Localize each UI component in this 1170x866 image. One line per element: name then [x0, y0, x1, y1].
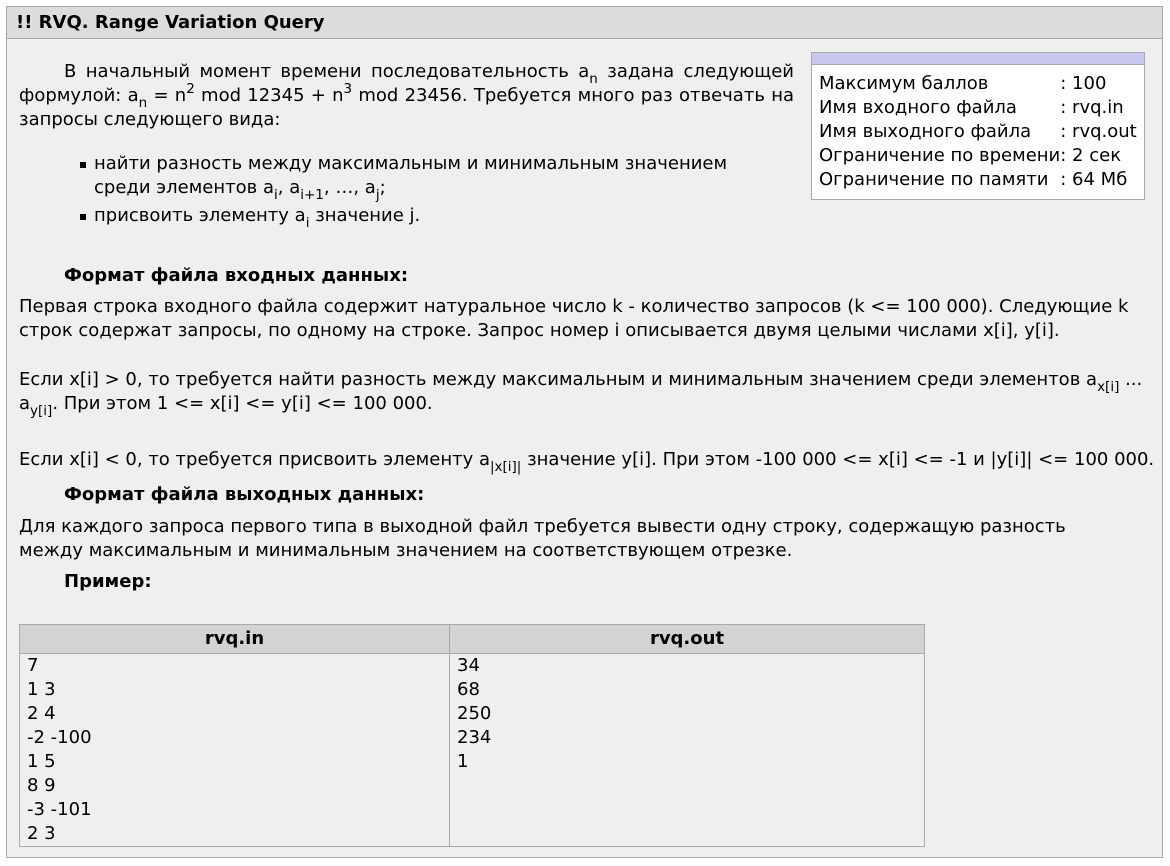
query-types-list: найти разность между максимальным и мини…	[80, 152, 780, 230]
problem-title: !! RVQ. Range Variation Query	[7, 7, 1162, 39]
list-item: 2 3	[27, 823, 56, 844]
list-item: найти разность между максимальным и мини…	[80, 152, 780, 202]
sample-input-cell: 7 1 3 2 4 -2 -100 1 5 8 9 -3 -101 2 3	[20, 654, 450, 846]
example-heading: Пример:	[64, 571, 152, 592]
input-format-paragraph-3: Если x[i] < 0, то требуется присвоить эл…	[19, 449, 1155, 475]
sample-output-header: rvq.out	[649, 628, 725, 649]
list-item: 234	[457, 727, 492, 748]
list-item: 34	[457, 655, 480, 676]
sample-table-body: 7 1 3 2 4 -2 -100 1 5 8 9 -3 -101 2 3 34…	[20, 654, 924, 846]
list-item: 8 9	[27, 775, 56, 796]
table-row: Имя входного файла: rvq.in	[819, 97, 1124, 118]
table-row: Ограничение по времени: 2 сек	[819, 145, 1122, 166]
sample-input-header: rvq.in	[20, 625, 450, 653]
sample-table-header: rvq.in rvq.out	[20, 625, 924, 654]
intro-paragraph: В начальный момент времени последователь…	[19, 61, 794, 130]
list-item: присвоить элементу ai значение j.	[80, 204, 780, 230]
table-row: Имя выходного файла: rvq.out	[819, 121, 1137, 142]
input-format-heading: Формат файла входных данных:	[64, 265, 409, 286]
list-item: 250	[457, 703, 492, 724]
list-item: 2 4	[27, 703, 56, 724]
limits-box-header	[812, 53, 1144, 65]
list-item: 7	[27, 655, 39, 676]
table-row: Ограничение по памяти: 64 Мб	[819, 169, 1128, 190]
list-item: -2 -100	[27, 727, 92, 748]
limits-box: Максимум баллов: 100 Имя входного файла:…	[811, 52, 1145, 200]
limits-table: Максимум баллов: 100 Имя входного файла:…	[819, 72, 1137, 192]
list-item: 1 5	[27, 751, 56, 772]
list-item: -3 -101	[27, 799, 92, 820]
list-item: 1	[457, 751, 469, 772]
sample-table: rvq.in rvq.out 7 1 3 2 4 -2 -100 1 5 8 9…	[19, 624, 925, 847]
sample-output-cell: 34 68 250 234 1	[450, 654, 924, 846]
input-format-paragraph-1: Первая строка входного файла содержит на…	[19, 296, 1129, 341]
input-format-paragraph-2: Если x[i] > 0, то требуется найти разнос…	[19, 369, 1143, 419]
output-format-heading: Формат файла выходных данных:	[64, 484, 425, 505]
table-row: Максимум баллов: 100	[819, 73, 1107, 94]
output-format-paragraph: Для каждого запроса первого типа в выход…	[19, 516, 1066, 561]
list-item: 68	[457, 679, 480, 700]
list-item: 1 3	[27, 679, 56, 700]
